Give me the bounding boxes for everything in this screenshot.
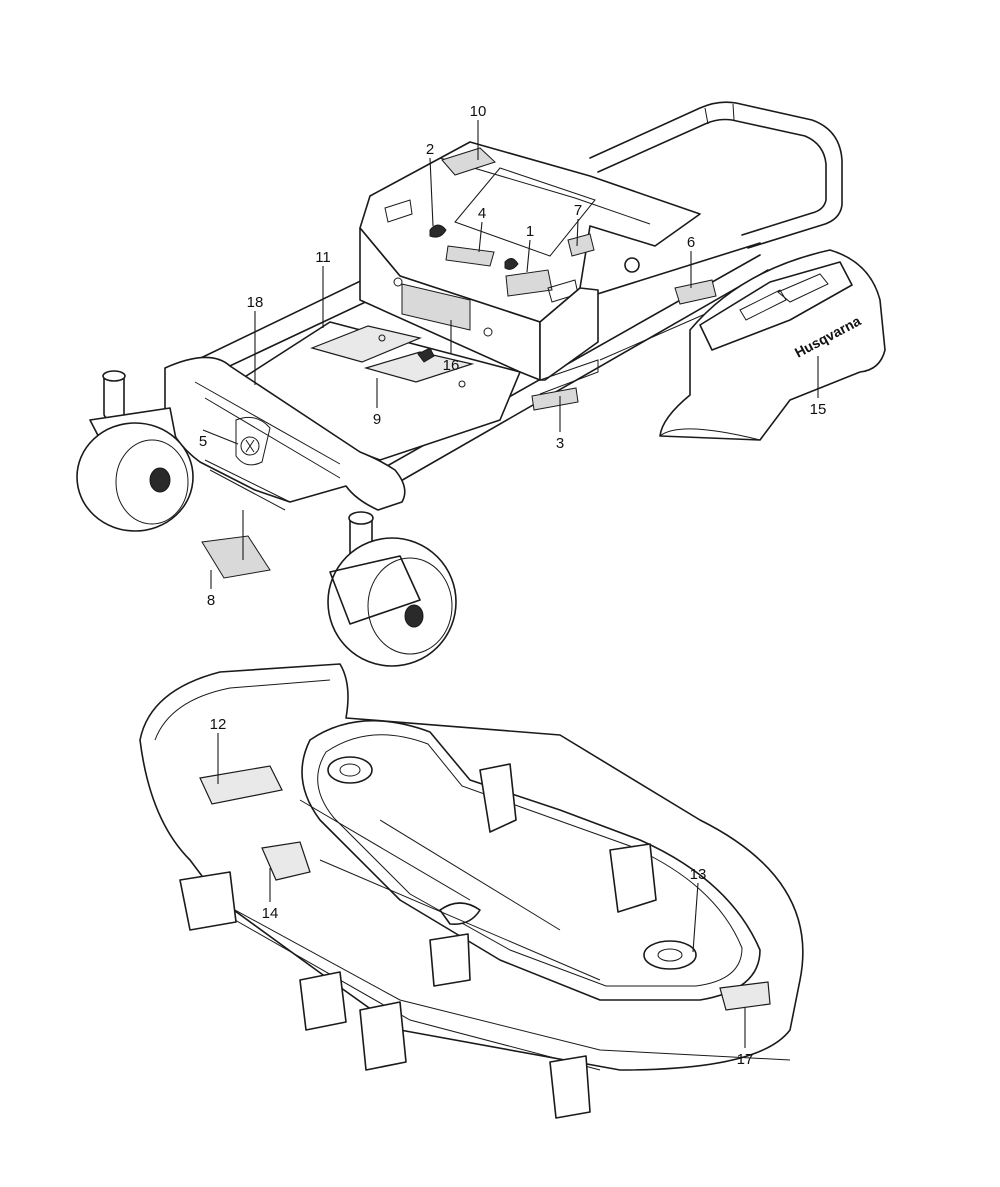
front-wheel-right [327, 511, 457, 667]
rear-hood: Husqvarna [659, 249, 886, 441]
callout-5: 5 [199, 433, 207, 450]
cutting-deck [139, 663, 804, 1119]
front-bumper [164, 356, 406, 511]
callout-leader-7 [576, 218, 579, 247]
roll-bar [589, 101, 843, 249]
decal-8 [201, 535, 271, 579]
callout-leader-2 [429, 157, 434, 227]
callout-6: 6 [687, 234, 695, 251]
callout-17: 17 [737, 1051, 754, 1068]
callout-13: 13 [690, 866, 707, 883]
callout-11: 11 [315, 249, 331, 266]
callout-leader-5 [202, 429, 239, 445]
callout-4: 4 [478, 205, 486, 222]
seat-platform [359, 141, 717, 323]
callout-leader-13 [692, 882, 699, 953]
callout-15: 15 [810, 401, 827, 418]
callout-10: 10 [470, 103, 487, 120]
chassis-assembly: Husqvarna [76, 101, 886, 667]
callout-7: 7 [574, 202, 582, 219]
callout-18: 18 [247, 294, 264, 311]
callout-leader-1 [526, 239, 531, 273]
callout-16: 16 [443, 357, 460, 374]
body-front [359, 227, 599, 411]
callout-2: 2 [426, 141, 434, 158]
callout-leader-4 [478, 221, 483, 253]
callout-3: 3 [556, 435, 564, 452]
callout-14: 14 [262, 905, 279, 922]
callout-12: 12 [210, 716, 227, 733]
callout-1: 1 [526, 223, 534, 240]
callout-9: 9 [373, 411, 381, 428]
front-wheel-left [76, 370, 194, 532]
callout-8: 8 [207, 592, 215, 609]
